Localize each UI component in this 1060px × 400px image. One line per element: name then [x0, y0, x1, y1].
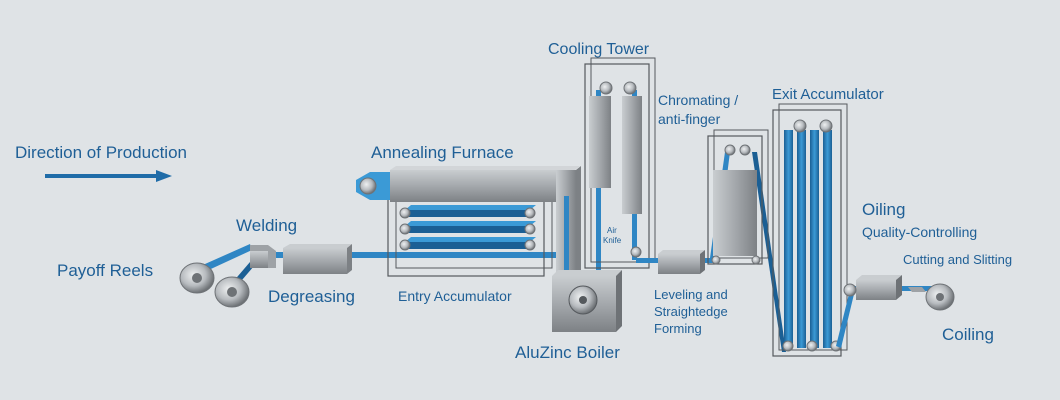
exit-accumulator-icon	[772, 103, 848, 357]
label-quality: Quality-Controlling	[862, 224, 977, 240]
label-payoff-reels: Payoff Reels	[57, 261, 153, 280]
leveling-unit-icon	[658, 250, 705, 274]
label-exit-accumulator: Exit Accumulator	[772, 86, 884, 103]
degreasing-unit-icon	[283, 244, 352, 274]
label-leveling-line2: Straightedge	[654, 304, 728, 319]
payoff-reels-icon	[179, 262, 250, 308]
chromating-unit-icon	[707, 129, 769, 265]
oiling-unit-icon	[843, 275, 926, 300]
label-leveling-line3: Forming	[654, 321, 702, 336]
label-chromating-line1: Chromating /	[658, 92, 738, 108]
label-degreasing: Degreasing	[268, 287, 355, 306]
aluzinc-boiler-icon	[552, 270, 622, 332]
label-cutting: Cutting and Slitting	[903, 252, 1012, 267]
label-annealing-furnace: Annealing Furnace	[371, 143, 514, 162]
label-air-knife-line2: Knife	[603, 236, 622, 245]
cooling-tower-icon	[584, 57, 656, 269]
label-coiling: Coiling	[942, 325, 994, 344]
coiler-icon	[925, 283, 955, 311]
label-aluzinc-boiler: AluZinc Boiler	[515, 343, 620, 362]
label-chromating-line2: anti-finger	[658, 111, 721, 127]
label-leveling-line1: Leveling and	[654, 287, 728, 302]
label-direction: Direction of Production	[15, 143, 187, 162]
label-cooling-tower: Cooling Tower	[548, 41, 650, 58]
direction-arrow-icon	[45, 170, 172, 182]
label-entry-accumulator: Entry Accumulator	[398, 288, 512, 304]
label-welding: Welding	[236, 216, 297, 235]
label-oiling: Oiling	[862, 200, 905, 219]
welding-machine-icon	[250, 245, 276, 268]
label-air-knife-line1: Air	[607, 226, 617, 235]
